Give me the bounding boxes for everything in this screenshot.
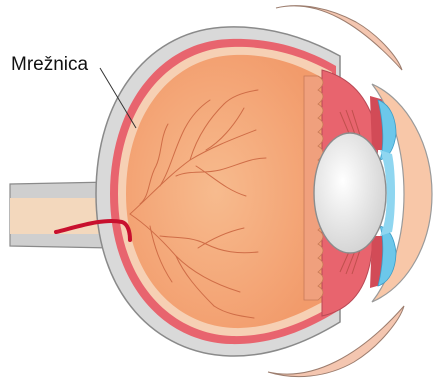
retina-label: Mrežnica	[11, 55, 88, 74]
lens	[314, 133, 386, 253]
